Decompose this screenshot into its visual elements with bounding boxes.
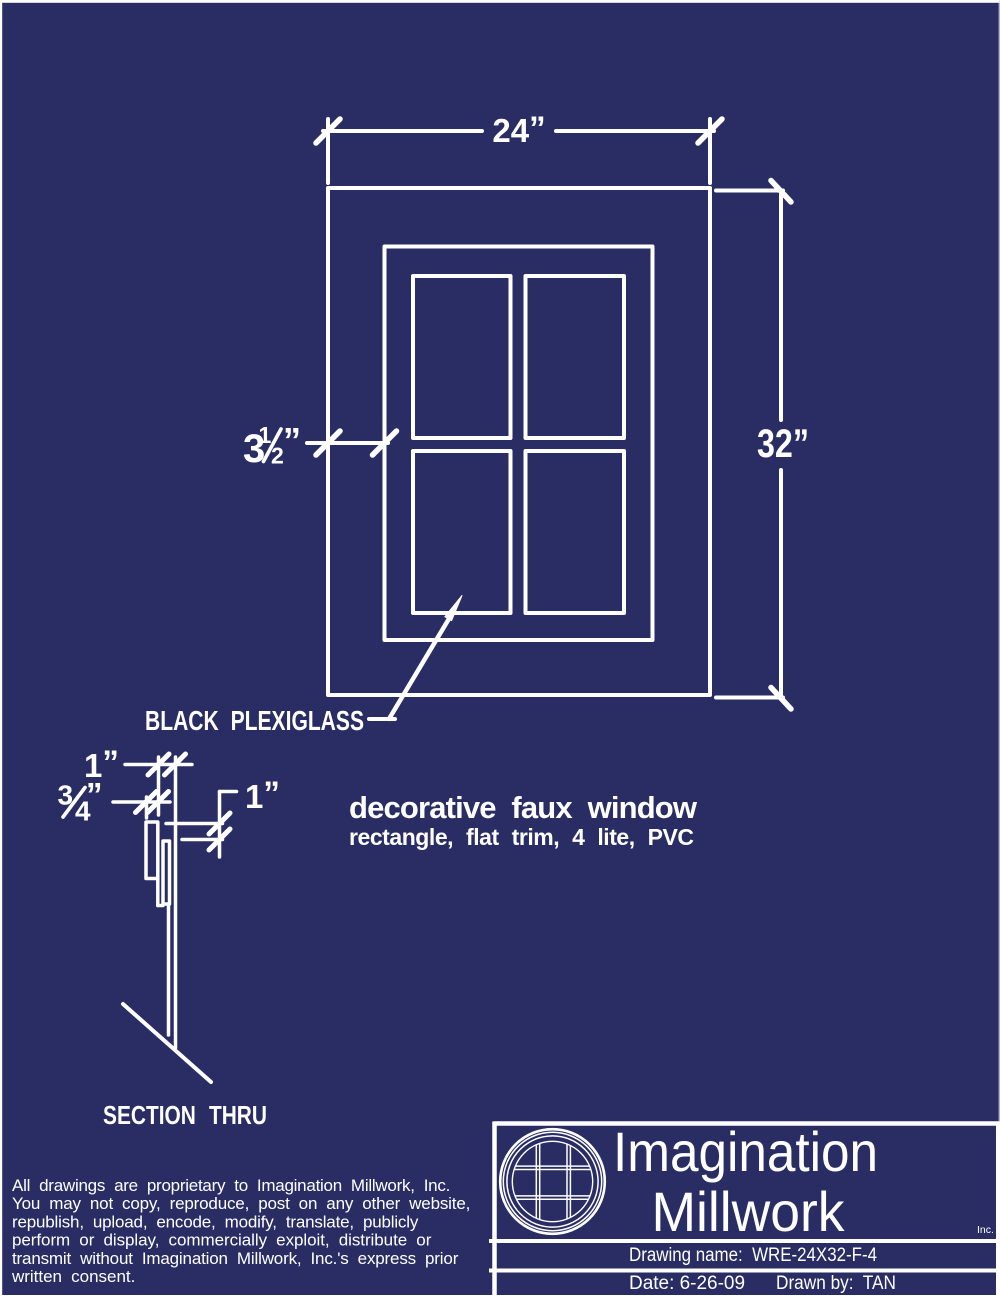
svg-text:32”: 32” (757, 422, 809, 466)
svg-text:Date: 6-26-09: Date: 6-26-09 (629, 1273, 745, 1294)
svg-text:Drawn by: TAN: Drawn by: TAN (776, 1273, 896, 1294)
svg-text:24”: 24” (492, 110, 545, 150)
svg-text:transmit without Imagination M: transmit without Imagination Millwork, I… (12, 1249, 459, 1268)
svg-text:Drawing name: WRE-24X32-F-4: Drawing name: WRE-24X32-F-4 (629, 1245, 877, 1266)
svg-text:All drawings are proprietary t: All drawings are proprietary to Imaginat… (12, 1176, 450, 1195)
svg-text:Inc.: Inc. (977, 1224, 994, 1236)
svg-text:1: 1 (259, 422, 272, 448)
svg-text:3: 3 (58, 780, 74, 811)
svg-text:republish, upload, encode, mod: republish, upload, encode, modify, trans… (12, 1212, 419, 1231)
svg-text:SECTION THRU: SECTION THRU (103, 1100, 267, 1130)
svg-text:3: 3 (243, 427, 265, 471)
svg-text:1”: 1” (84, 744, 119, 785)
svg-text:decorative faux window: decorative faux window (349, 790, 698, 825)
svg-text:”: ” (283, 420, 301, 461)
svg-text:BLACK PLEXIGLASS: BLACK PLEXIGLASS (145, 705, 364, 736)
svg-text:perform or display, commercial: perform or display, commercially exploit… (12, 1231, 432, 1250)
svg-text:Millwork: Millwork (652, 1180, 846, 1243)
svg-text:1”: 1” (245, 775, 280, 816)
svg-text:Imagination: Imagination (613, 1120, 878, 1183)
svg-text:4: 4 (75, 796, 91, 827)
svg-text:2: 2 (271, 443, 284, 469)
svg-text:rectangle, flat trim, 4 lite,: rectangle, flat trim, 4 lite, PVC (349, 824, 694, 850)
svg-text:You may not copy, reproduce, p: You may not copy, reproduce, post on any… (12, 1194, 470, 1213)
svg-text:written consent.: written consent. (11, 1267, 135, 1286)
svg-text:”: ” (86, 776, 103, 813)
